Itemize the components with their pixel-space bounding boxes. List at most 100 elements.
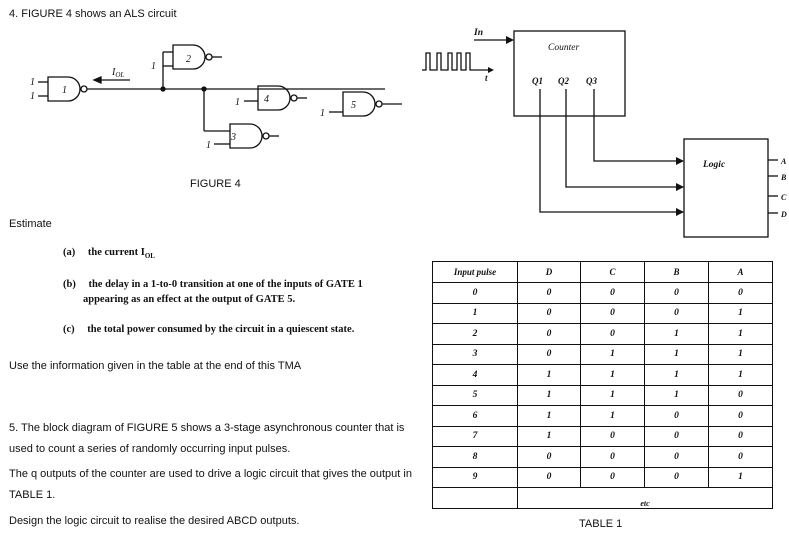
output-b-label: B — [780, 173, 787, 182]
gate-1-body — [47, 76, 81, 102]
output-cell: 1 — [580, 384, 645, 406]
footer-etc-cell: etc — [517, 487, 773, 509]
output-cell: 0 — [644, 446, 709, 468]
pulse-train — [422, 52, 490, 71]
output-cell: 1 — [708, 302, 773, 324]
gate-3-label: 3 — [230, 132, 236, 143]
table-1-caption: TABLE 1 — [579, 518, 623, 530]
gate-3-body — [229, 123, 263, 149]
output-cell: 0 — [644, 425, 709, 447]
t-label: t — [485, 73, 488, 83]
output-cell: 1 — [517, 364, 581, 386]
output-cell: 1 — [644, 384, 709, 406]
output-cell: 0 — [708, 405, 773, 427]
output-a-label: A — [780, 157, 787, 166]
output-cell: 0 — [517, 446, 581, 468]
output-cell: 0 — [517, 323, 581, 345]
output-cell: 0 — [644, 282, 709, 304]
gate-5-label: 5 — [351, 100, 356, 111]
q2-arrow-icon — [676, 183, 684, 191]
input-pulse-cell: 8 — [432, 446, 518, 468]
part-c: (c) the total power consumed by the circ… — [63, 324, 354, 335]
output-cell: 1 — [644, 364, 709, 386]
q1-arrow-icon — [676, 208, 684, 216]
q1-label: Q1 — [532, 76, 543, 86]
counter-label: Counter — [548, 43, 579, 53]
junction-dot — [160, 86, 166, 92]
input-pulse-cell: 3 — [432, 343, 518, 365]
in-label: In — [473, 28, 483, 38]
use-info-text: Use the information given in the table a… — [9, 360, 302, 372]
q3-arrow-icon — [676, 157, 684, 165]
output-cell: 0 — [708, 384, 773, 406]
figure-4-caption: FIGURE 4 — [190, 178, 241, 190]
output-cell: 0 — [644, 302, 709, 324]
iol-label: IOL — [111, 67, 124, 79]
q5-line-4: TABLE 1. — [9, 489, 56, 501]
gate-3-input: 1 — [206, 140, 211, 151]
iol-arrow-icon — [92, 76, 102, 84]
in-arrow-icon — [506, 36, 514, 44]
gate-4-label: 4 — [264, 94, 269, 105]
header-c: C — [580, 261, 645, 283]
output-cell: 0 — [580, 446, 645, 468]
gate-2-label: 2 — [186, 54, 191, 65]
als-circuit-diagram: 1 2 3 4 5 1 1 1 1 1 1 IOL — [30, 44, 402, 151]
part-a-label: (a) — [63, 247, 76, 258]
output-cell: 0 — [517, 466, 581, 488]
gate-2-body — [172, 44, 206, 70]
output-cell: 1 — [580, 405, 645, 427]
output-cell: 0 — [708, 282, 773, 304]
output-cell: 1 — [644, 323, 709, 345]
gate-5-body — [342, 91, 376, 117]
output-cell: 1 — [644, 343, 709, 365]
table-footer-row: etc — [432, 487, 773, 509]
part-c-text: the total power consumed by the circuit … — [87, 324, 355, 335]
output-cell: 0 — [708, 446, 773, 468]
part-a: (a) the current IOL — [63, 247, 155, 260]
estimate-label: Estimate — [9, 218, 52, 230]
gate-2-input: 1 — [151, 61, 156, 72]
gate-1-label: 1 — [62, 85, 67, 96]
q5-line-3: The q outputs of the counter are used to… — [9, 468, 412, 480]
header-b: B — [644, 261, 709, 283]
q2-label: Q2 — [558, 76, 569, 86]
output-cell: 1 — [708, 323, 773, 345]
output-cell: 1 — [580, 343, 645, 365]
output-cell: 0 — [708, 425, 773, 447]
part-a-sub: OL — [144, 252, 155, 261]
input-pulse-cell: 7 — [432, 425, 518, 447]
gate-5-input: 1 — [320, 108, 325, 119]
input-pulse-cell: 1 — [432, 302, 518, 324]
gate-1-input-a: 1 — [30, 77, 35, 88]
output-cell: 0 — [580, 425, 645, 447]
gate-1-bubble — [80, 85, 88, 93]
output-cell: 1 — [580, 364, 645, 386]
output-cell: 1 — [517, 384, 581, 406]
input-pulse-cell: 9 — [432, 466, 518, 488]
output-cell: 0 — [580, 466, 645, 488]
gate-1-input-b: 1 — [30, 91, 35, 102]
counter-logic-diagram: In t Counter Q1 Q2 Q3 Logic A B C D — [422, 28, 787, 238]
input-pulse-cell: 0 — [432, 282, 518, 304]
output-cell: 1 — [517, 425, 581, 447]
footer-empty-cell — [432, 487, 518, 509]
header-a: A — [708, 261, 773, 283]
output-cell: 0 — [644, 405, 709, 427]
output-cell: 0 — [644, 466, 709, 488]
part-c-label: (c) — [63, 324, 75, 335]
input-pulse-cell: 4 — [432, 364, 518, 386]
header-input-pulse: Input pulse — [432, 261, 518, 283]
part-a-text: the current I — [87, 247, 145, 258]
output-cell: 0 — [517, 282, 581, 304]
part-b-label: (b) — [63, 279, 76, 290]
q3-label: Q3 — [586, 76, 597, 86]
